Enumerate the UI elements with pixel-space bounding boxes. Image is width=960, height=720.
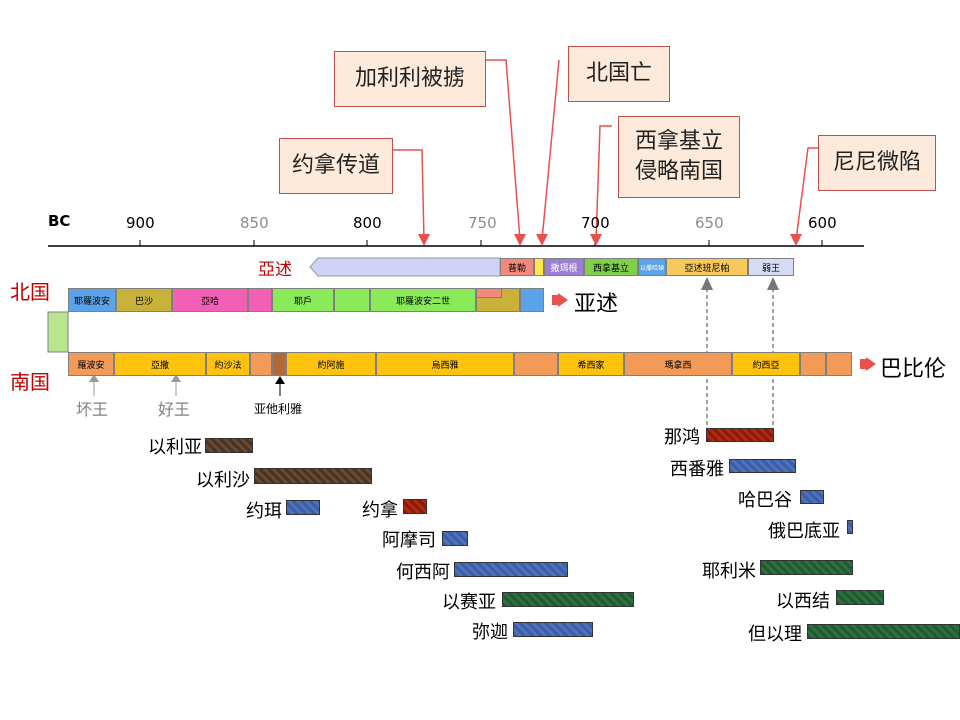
callout-sennacherib: 西拿基立 侵略南国 [618, 116, 740, 198]
callout-arrowheads [418, 234, 802, 246]
north-end-label: 亚述 [574, 292, 619, 317]
kingdom-connector [47, 311, 69, 353]
prophet-label-micah: 弥迦 [472, 622, 508, 643]
good-king-note: 好王 [158, 400, 191, 419]
callout-jonah: 约拿传道 [279, 138, 393, 194]
south-king-ahaz [514, 352, 558, 376]
prophet-label-jonah: 约拿 [362, 500, 398, 521]
north-king-ahab-2 [248, 288, 272, 312]
prophet-bar-ezekiel [836, 590, 884, 605]
callout-galilee-captivity: 加利利被掳 [334, 51, 486, 107]
prophet-label-joel: 约珥 [246, 501, 282, 522]
callout-nineveh-fall: 尼尼微陷 [818, 135, 936, 191]
bad-king-note: 坏王 [76, 400, 109, 419]
axis-tick-750: 750 [468, 214, 497, 232]
south-king-joash: 約阿施 [286, 352, 376, 376]
assyria-band [309, 257, 501, 277]
axis-tick-700: 700 [581, 214, 610, 232]
axis-tick-600: 600 [808, 214, 837, 232]
prophet-label-elisha: 以利沙 [196, 470, 250, 491]
assyria-king-weak: 弱王 [748, 258, 794, 276]
south-king-manasseh: 瑪拿西 [624, 352, 732, 376]
prophet-bar-amos [442, 531, 468, 546]
north-kingdom-label: 北国 [10, 280, 50, 304]
north-end-arrow-stub [552, 295, 558, 305]
callout-pointers [392, 59, 818, 241]
prophet-bar-jeremiah [760, 560, 853, 575]
south-king-hezekiah: 希西家 [558, 352, 624, 376]
prophet-label-hosea: 何西阿 [396, 562, 450, 583]
south-king-rehoboam: 羅波安 [68, 352, 114, 376]
assyria-king-sargon: 撒珥根 [544, 258, 584, 276]
south-king-late-2 [826, 352, 852, 376]
north-king-jeroboam-ii: 耶羅波安二世 [370, 288, 476, 312]
prophet-bar-habakkuk [800, 490, 824, 504]
north-king-hoshea [520, 288, 544, 312]
king-note-pointers [93, 376, 177, 396]
south-king-josiah: 約西亞 [732, 352, 800, 376]
prophet-label-jeremiah: 耶利米 [702, 561, 756, 582]
prophet-bar-elijah [205, 438, 253, 453]
prophet-label-daniel: 但以理 [748, 624, 802, 645]
south-athaliah-segment [272, 352, 286, 376]
axis-tick-800: 800 [353, 214, 382, 232]
callout-north-fall: 北国亡 [568, 46, 670, 102]
south-king-jehoram [250, 352, 272, 376]
south-king-uzziah: 烏西雅 [376, 352, 514, 376]
prophet-bar-isaiah [502, 592, 634, 607]
prophet-bar-daniel [807, 624, 960, 639]
south-king-late-1 [800, 352, 826, 376]
assyria-king-sennacherib: 西拿基立 [584, 258, 638, 276]
prophet-bar-nahum [706, 428, 774, 442]
axis-tick-850: 850 [240, 214, 269, 232]
axis-tick-650: 650 [695, 214, 724, 232]
north-king-jehu: 耶戶 [272, 288, 334, 312]
prophet-label-zephaniah: 西番雅 [670, 459, 724, 480]
prophet-label-obadiah: 俄巴底亚 [768, 521, 840, 542]
south-king-jehoshaphat: 約沙法 [206, 352, 250, 376]
axis-era-label: BC [48, 212, 71, 230]
prophet-bar-elisha [254, 468, 372, 484]
axis-tick-900: 900 [126, 214, 155, 232]
assyria-king-esarhaddon: 以撒哈頓 [638, 258, 666, 276]
prophet-label-isaiah: 以赛亚 [442, 592, 496, 613]
south-end-arrow [866, 357, 876, 371]
prophet-bar-obadiah [847, 520, 853, 534]
prophet-label-amos: 阿摩司 [382, 530, 436, 551]
prophet-label-habakkuk: 哈巴谷 [738, 490, 792, 511]
athaliah-note: 亚他利雅 [254, 402, 303, 416]
north-king-baasha: 巴沙 [116, 288, 172, 312]
prophet-bar-joel [286, 500, 320, 515]
axis-ticks [139, 240, 823, 246]
north-king-late-top [476, 288, 502, 298]
prophet-label-ezekiel: 以西结 [776, 591, 830, 612]
north-end-arrow [558, 293, 568, 307]
prophet-bar-jonah [403, 499, 427, 514]
south-end-label: 巴比伦 [880, 357, 947, 382]
prophet-bar-zephaniah [729, 459, 796, 473]
nahum-link-arrowheads [701, 277, 779, 290]
south-kingdom-label: 南国 [10, 370, 50, 394]
assyria-label: 亞述 [258, 260, 292, 280]
prophet-label-nahum: 那鸿 [664, 427, 700, 448]
assyria-king-pul: 普勒 [500, 258, 534, 276]
north-king-ahab: 亞哈 [172, 288, 248, 312]
prophet-bar-hosea [454, 562, 568, 577]
prophet-label-elijah: 以利亚 [148, 437, 202, 458]
prophet-bar-micah [513, 622, 593, 637]
assyria-king-gap [534, 258, 544, 276]
north-king-jehu-2 [334, 288, 370, 312]
south-end-arrow-stub [860, 359, 866, 369]
south-king-asa: 亞撒 [114, 352, 206, 376]
north-king-jeroboam: 耶羅波安 [68, 288, 116, 312]
assyria-king-ashurbanipal: 亞述班尼帕 [666, 258, 748, 276]
